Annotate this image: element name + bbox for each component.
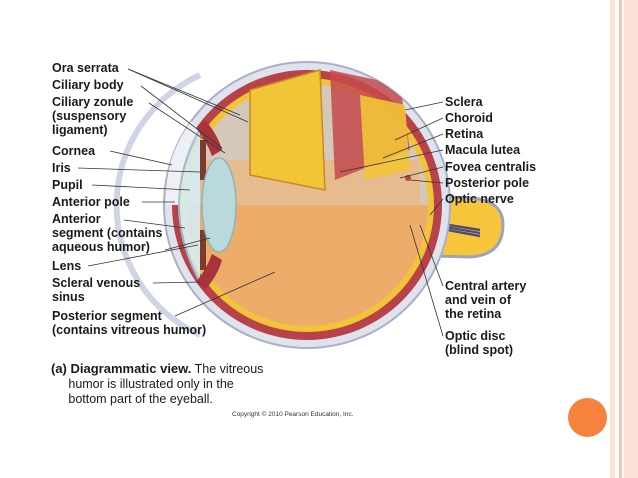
decor-orb	[568, 398, 607, 437]
label-cornea: Cornea	[52, 144, 96, 158]
figure-caption: (a) Diagrammatic view. The vitreous humo…	[51, 361, 263, 407]
caption-text: The vitreous humor is illustrated only i…	[68, 362, 264, 406]
label-central-artery-vein: Central artery and vein of the retina	[445, 279, 527, 321]
label-retina: Retina	[445, 127, 484, 141]
label-fovea-centralis: Fovea centralis	[445, 160, 537, 174]
copyright: Copyright © 2010 Pearson Education, Inc.	[232, 411, 354, 418]
label-optic-disc: Optic disc (blind spot)	[445, 329, 514, 357]
label-ciliary-zonule: Ciliary zonule (suspensory ligament)	[52, 95, 134, 137]
label-pupil: Pupil	[52, 178, 83, 192]
decor-stripe	[619, 0, 622, 478]
vitreous-humor	[186, 205, 428, 326]
label-iris: Iris	[52, 161, 71, 175]
iris	[200, 140, 206, 180]
label-ciliary-body: Ciliary body	[52, 78, 124, 92]
label-posterior-pole: Posterior pole	[445, 176, 530, 190]
caption-label: (a) Diagrammatic view.	[51, 361, 192, 376]
leader-lines-right	[339, 101, 444, 337]
label-anterior-pole: Anterior pole	[52, 195, 130, 209]
label-choroid: Choroid	[445, 111, 493, 125]
decor-stripe	[624, 0, 638, 478]
decor-stripe	[610, 0, 615, 478]
leader-lines-left	[77, 68, 276, 317]
label-ora-serrata: Ora serrata	[52, 61, 119, 75]
label-sclera: Sclera	[445, 95, 483, 109]
label-posterior-segment: Posterior segment (contains vitreous hum…	[52, 309, 207, 337]
label-anterior-segment: Anterior segment (contains aqueous humor…	[52, 212, 163, 254]
cornea	[178, 127, 201, 283]
label-lens: Lens	[52, 259, 82, 273]
lens	[201, 157, 237, 253]
label-scleral-venous-sinus: Scleral venous sinus	[52, 276, 141, 304]
label-optic-nerve: Optic nerve	[445, 192, 514, 206]
label-macula-lutea: Macula lutea	[445, 143, 521, 157]
